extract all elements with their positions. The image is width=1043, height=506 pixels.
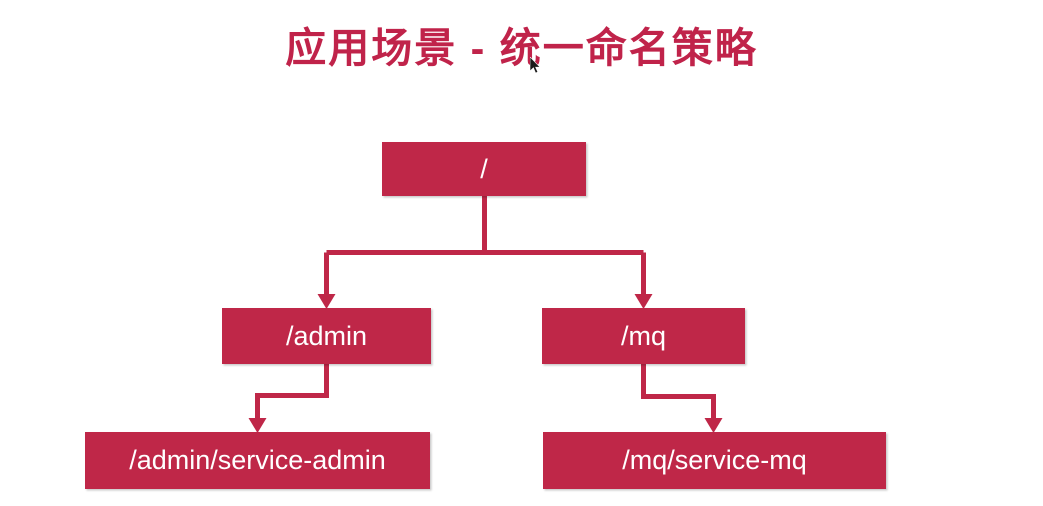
arrowhead-admin-to-admin-service	[248, 418, 267, 433]
tree-node-mq[interactable]: /mq	[542, 308, 745, 364]
arrowhead-mq-to-mq-service	[704, 418, 723, 433]
tree-node-admin-service[interactable]: /admin/service-admin	[85, 432, 430, 489]
tree-node-admin[interactable]: /admin	[222, 308, 431, 364]
edge-admin-to-admin-service	[255, 364, 329, 420]
page-title: 应用场景 - 统一命名策略	[285, 25, 758, 71]
edge-mq-to-mq-service	[641, 364, 716, 420]
tree-node-mq-service[interactable]: /mq/service-mq	[543, 432, 886, 489]
arrowhead-root-to-mq	[634, 294, 653, 309]
arrowhead-root-to-admin	[317, 294, 336, 309]
tree-node-root[interactable]: /	[382, 142, 586, 196]
